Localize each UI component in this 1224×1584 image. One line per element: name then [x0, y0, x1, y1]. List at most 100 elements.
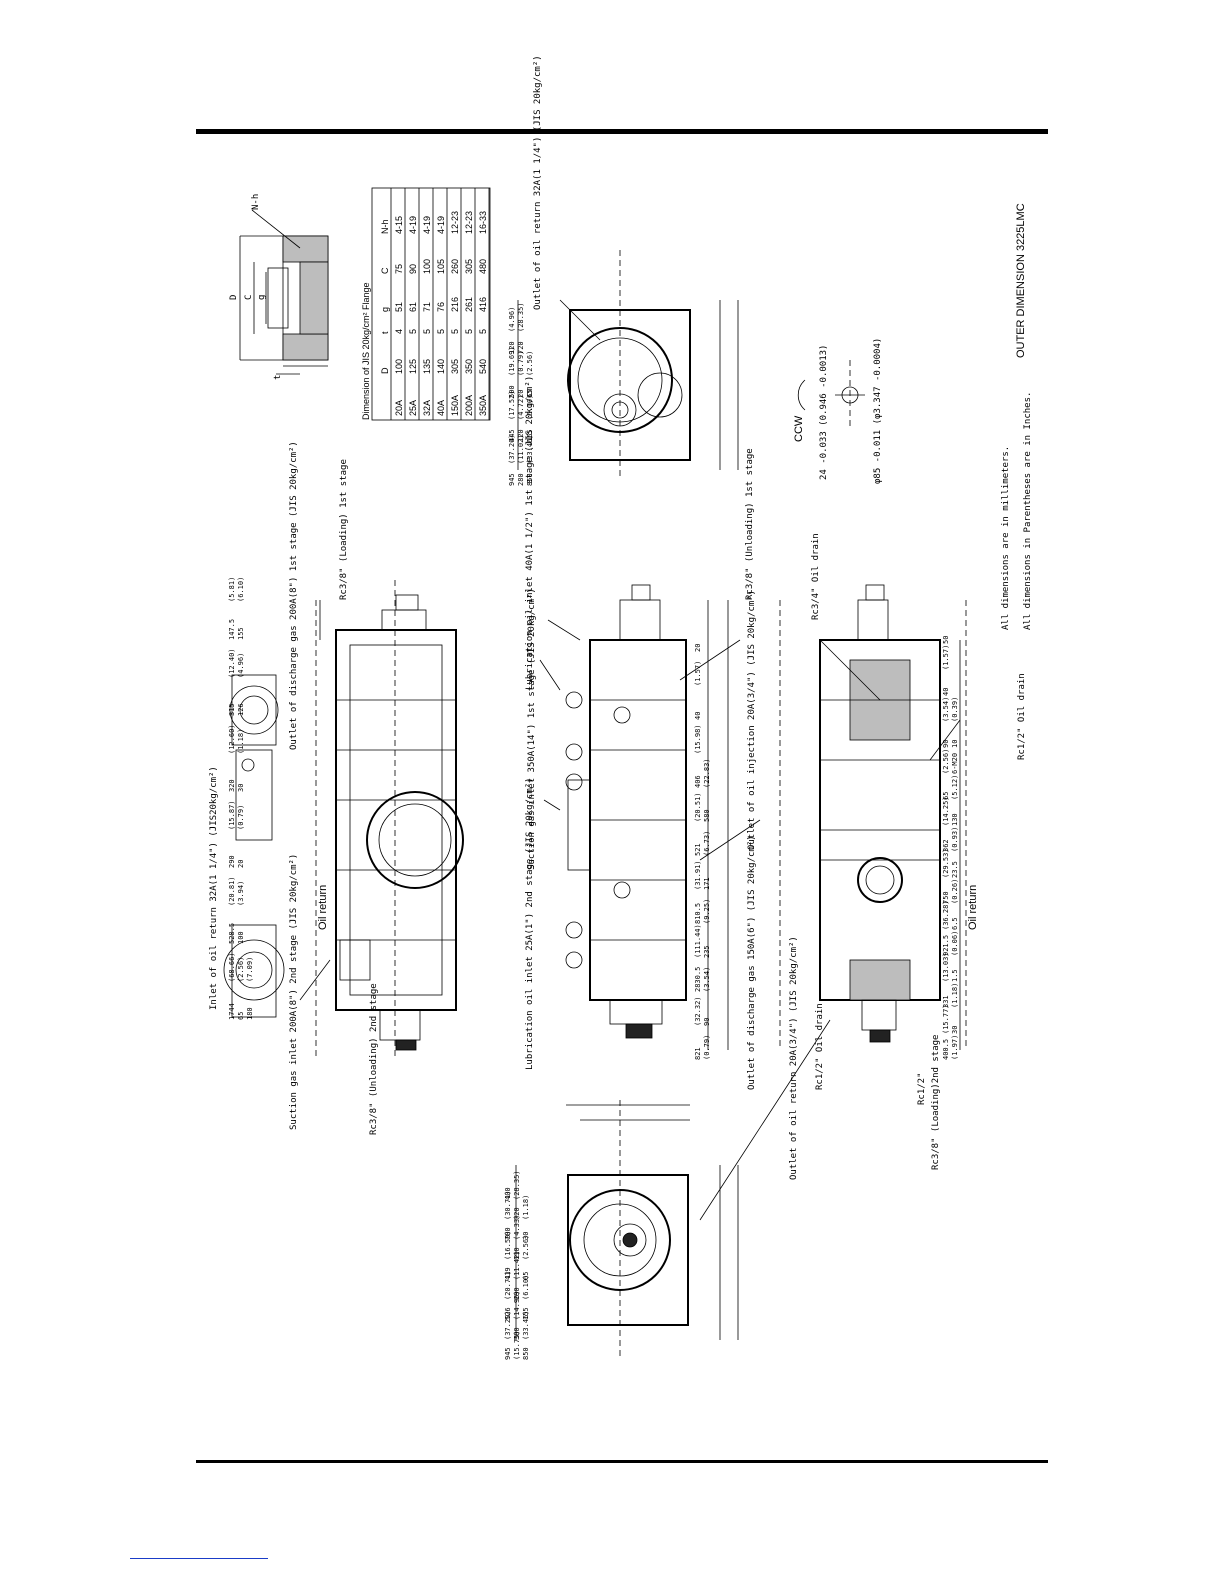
- label-rc34-oil-drain: Rc3/4" Oil drain: [811, 533, 821, 620]
- flange-table-cell: 480: [478, 259, 488, 274]
- flange-table-header-cell: C: [380, 267, 390, 274]
- shaft-detail: [797, 360, 865, 430]
- dimension-value: (15.87): [228, 800, 236, 830]
- dimension-value: (28.35): [513, 1170, 521, 1200]
- flange-sketch: D C g t N-h: [229, 194, 329, 380]
- dimension-value: (3.54): [703, 967, 711, 992]
- flange-table-cell: 540: [478, 359, 488, 374]
- label-lube-oil-inlet-25a: Lubrication oil inlet 25A(1") 2nd stage …: [525, 777, 535, 1070]
- dimension-value: 850: [526, 473, 534, 486]
- dimension-value: (68.66): [228, 952, 236, 982]
- dimension-value: 406: [694, 775, 702, 788]
- dimension-value: 6-M20: [951, 753, 959, 774]
- flange-table-cell: 416: [478, 297, 488, 312]
- dimension-value: 65: [237, 1012, 245, 1020]
- dimension-value: 2830.5: [694, 967, 702, 992]
- label-rc38-unloading-1st: Rc3/8" (Unloading) 1st stage: [745, 448, 755, 600]
- dimension-value: 580: [703, 809, 711, 822]
- dimension-value: 1744: [228, 1003, 236, 1020]
- dimension-value: 20: [237, 860, 245, 868]
- flange-table-cell: 61: [408, 302, 418, 312]
- dimension-value: 30: [951, 1026, 959, 1034]
- dimension-value: (2.56): [526, 351, 534, 376]
- flange-table: Dimension of JIS 20kg/cm² Flange DtgCN-h…: [361, 187, 491, 421]
- flange-table-cell: 100: [394, 359, 404, 374]
- flange-table-cell: 5: [464, 329, 474, 334]
- dimension-value: (32.32): [694, 996, 702, 1026]
- dimension-value: 290: [228, 855, 236, 868]
- dimension-value: (11.02): [517, 434, 525, 464]
- label-rc38-loading-1st: Rc3/8" (Loading) 1st stage: [339, 459, 349, 600]
- dimension-value: (15.75): [513, 1330, 521, 1360]
- dimension-value: 521: [694, 843, 702, 856]
- end-view-top: [517, 250, 739, 480]
- dimension-value: (9.25): [703, 899, 711, 924]
- dimension-value: (1.57): [942, 645, 950, 670]
- dimension-value: 130: [951, 813, 959, 826]
- dimension-value: (4.96): [508, 307, 516, 332]
- flange-table-cell: 216: [450, 297, 460, 312]
- dimension-value: (6.10): [526, 395, 534, 420]
- note-inches: All dimensions in Parentheses are in Inc…: [1023, 392, 1033, 630]
- flange-label-t: t: [273, 375, 283, 380]
- dimension-value: (1.18): [951, 983, 959, 1008]
- flange-table-cell: 5: [450, 329, 460, 334]
- dimension-value: (11.42): [513, 1250, 521, 1280]
- dimension-value: 147.5: [228, 619, 236, 640]
- side-view-middle: [565, 584, 729, 1050]
- flange-table-cell: 105: [436, 259, 446, 274]
- dimension-value: (16.50): [504, 1230, 512, 1260]
- flange-table-cell: 4: [394, 329, 404, 334]
- flange-table-cell: 71: [422, 302, 432, 312]
- flange-table-cell: 5: [478, 329, 488, 334]
- label-oil-return-top: Oil return: [317, 885, 329, 930]
- flange-table-cell: 4-19: [422, 216, 432, 234]
- flange-table-cell: 51: [394, 302, 404, 312]
- drawing-title: OUTER DIMENSION 3225LMC: [1015, 203, 1027, 358]
- dimension-value: (0.79): [703, 1035, 711, 1060]
- leader-lines: [299, 299, 961, 1221]
- flange-table-cell: 4-15: [394, 216, 404, 234]
- dimension-value: (30.71): [504, 1190, 512, 1220]
- header-rule: [196, 129, 1048, 134]
- dimension-value: 100: [237, 931, 245, 944]
- label-lube-oil-inlet-40a: Lubrication oil inlet 40A(1 1/2") 1st st…: [525, 376, 535, 690]
- dimension-value: 50: [942, 636, 950, 644]
- dimension-value: 20: [694, 644, 702, 652]
- dimension-value: (6.73): [703, 831, 711, 856]
- dimension-value: 65: [522, 1272, 530, 1280]
- flange-table-cell: 350A: [478, 395, 488, 416]
- dimension-value: 380: [513, 1327, 521, 1340]
- dimension-value: (3.94): [237, 881, 245, 906]
- flange-table-cell: 40A: [436, 400, 446, 416]
- label-suction-gas-inlet-200a: Suction gas inlet 200A(8") 2nd stage (JI…: [289, 854, 299, 1130]
- flange-table-header-cell: t: [380, 331, 390, 334]
- flange-table-cell: 150A: [450, 395, 460, 416]
- dimension-value: 280: [517, 473, 525, 486]
- dimension-value: (0.79): [517, 351, 525, 376]
- label-outlet-discharge-150a: Outlet of discharge gas 150A(6") (JIS 20…: [747, 835, 757, 1090]
- label-inlet-oil-return-32a: Inlet of oil return 32A(1 1/4") (JIS20kg…: [209, 766, 219, 1010]
- dimension-value: (111.44): [694, 924, 702, 958]
- dimension-value: (4.96): [237, 653, 245, 678]
- dimension-value: 400: [504, 1187, 512, 1200]
- dimension-value: 810.5: [694, 903, 702, 924]
- dimension-value: 23.5: [951, 861, 959, 878]
- dimension-value: 126: [237, 703, 245, 716]
- footnote-separator: [130, 1558, 268, 1559]
- dimension-value: (28.35): [517, 302, 525, 332]
- dimension-value: (5.12): [951, 775, 959, 800]
- dimension-value: (0.39): [951, 697, 959, 722]
- dimension-value: (14.25): [942, 796, 950, 826]
- dimension-value: (2.56): [942, 749, 950, 774]
- dimension-value: (33.46): [526, 434, 534, 464]
- flange-table-cell: 261: [464, 297, 474, 312]
- dimension-value: (4.72): [517, 395, 525, 420]
- dimension-value: (12.60): [228, 724, 236, 754]
- dimension-value: 945: [508, 473, 516, 486]
- flange-table-cell: 12-23: [450, 211, 460, 234]
- label-rc12-oil-drain-a: Rc1/2" Oil drain: [1017, 673, 1027, 760]
- flange-table-cell: 5: [436, 329, 446, 334]
- flange-table-cell: 12-23: [464, 211, 474, 234]
